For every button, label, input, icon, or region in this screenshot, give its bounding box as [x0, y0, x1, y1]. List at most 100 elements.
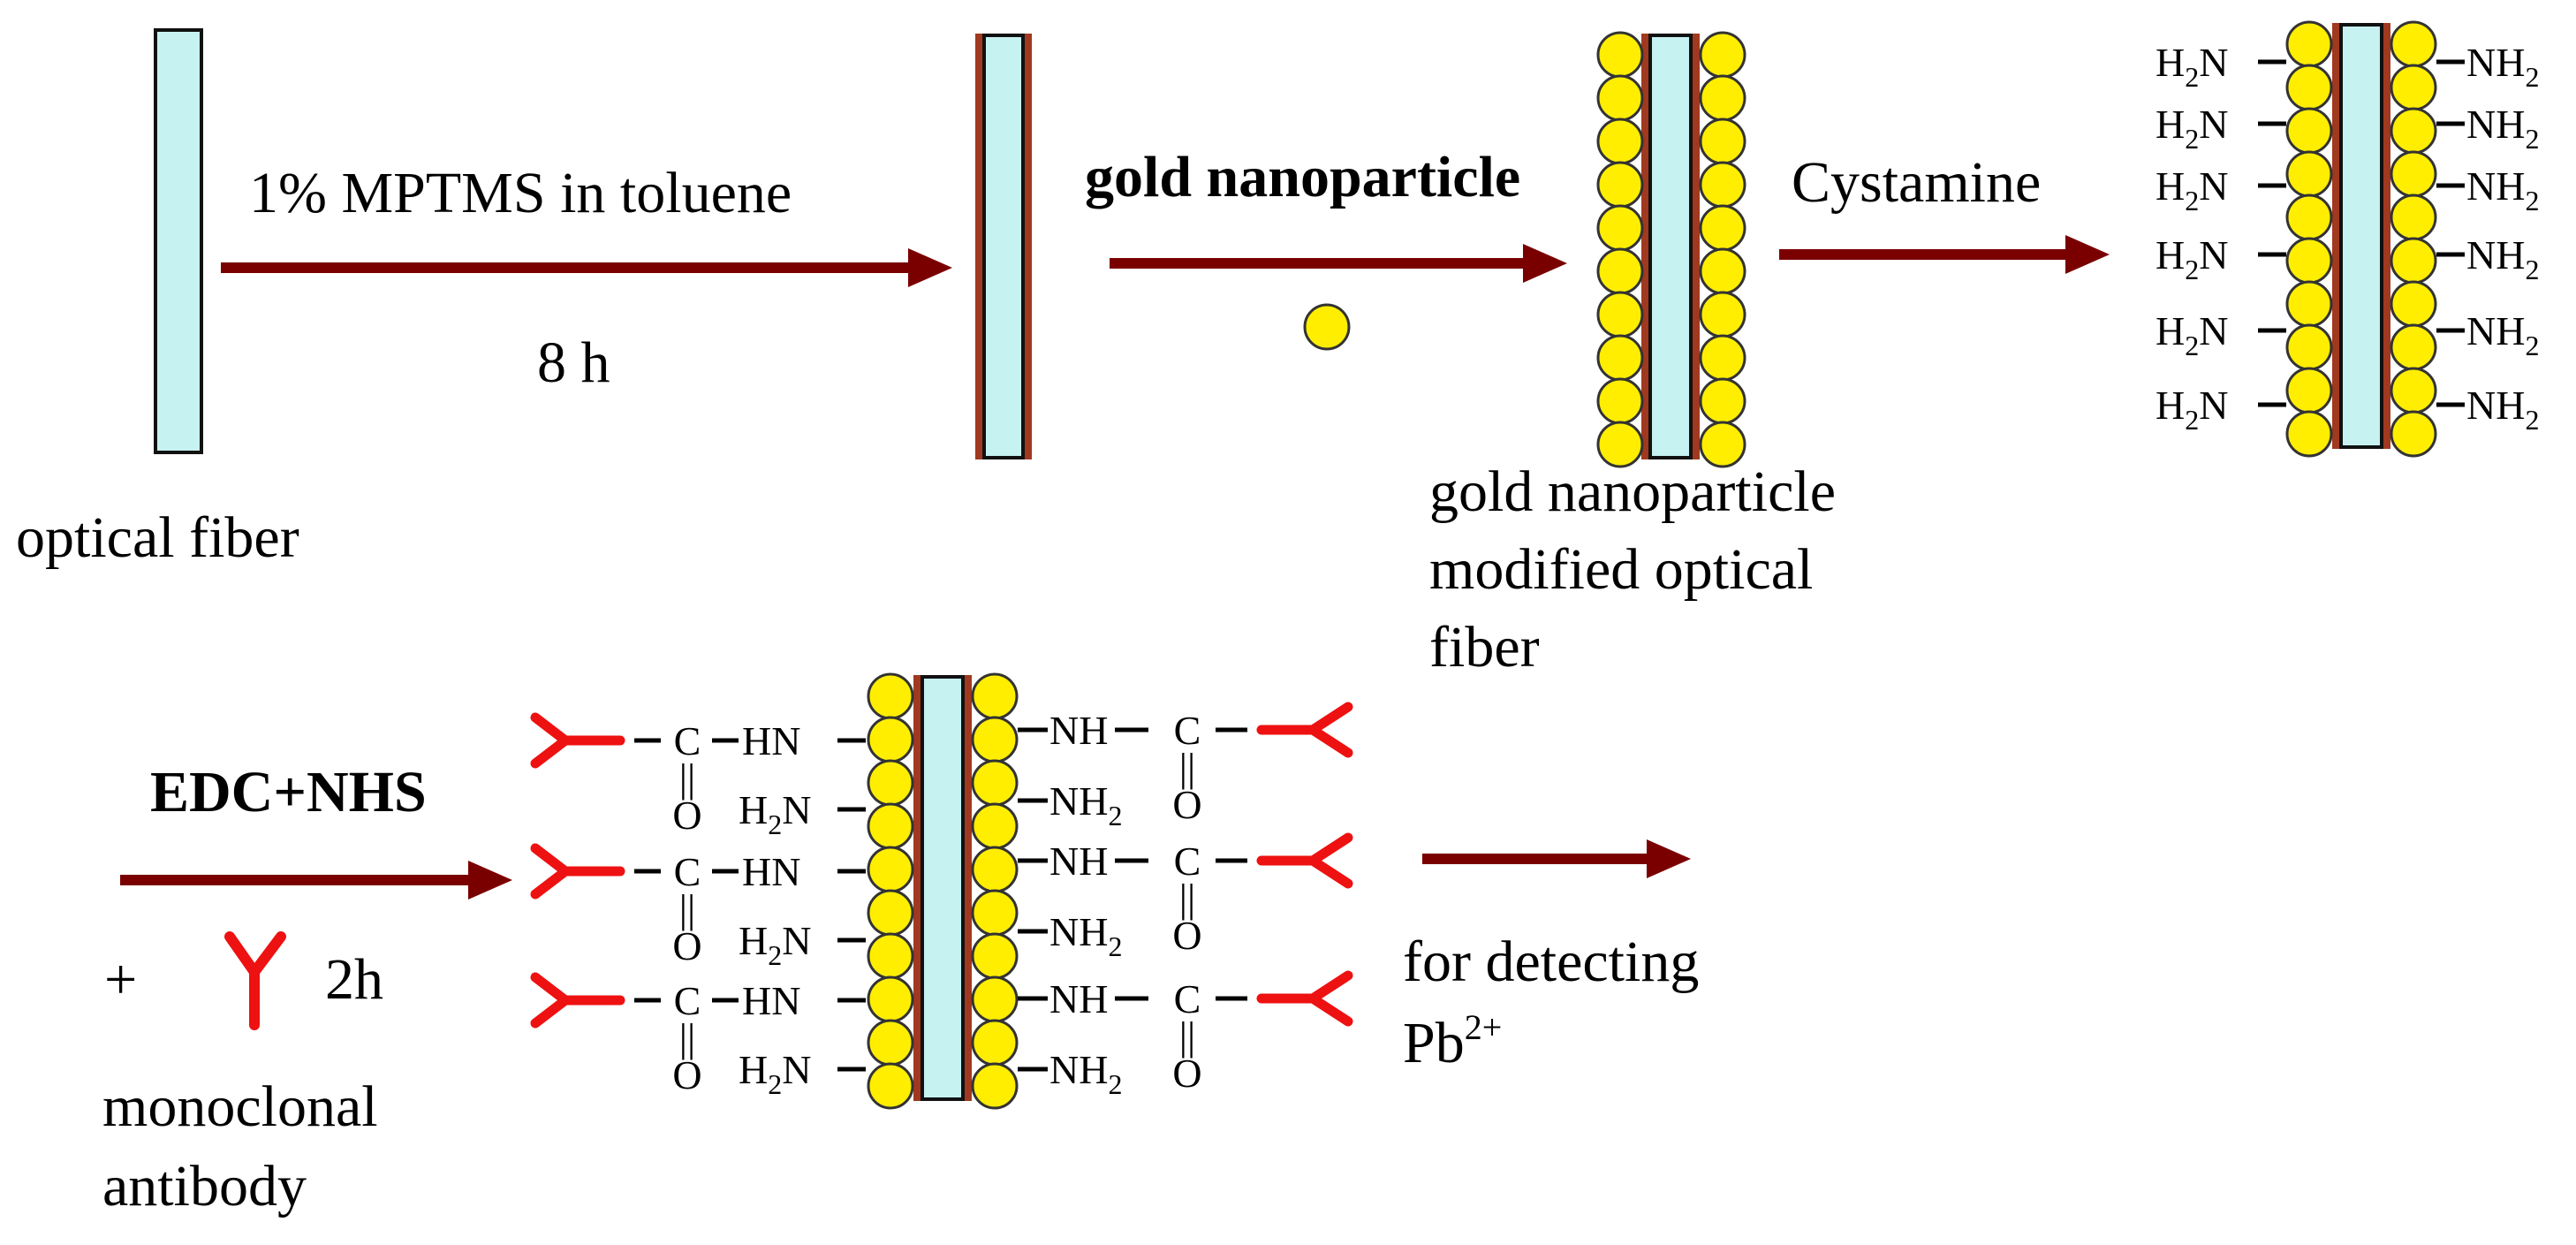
antibody-icon [1256, 970, 1353, 1027]
carbon-atom: C [1174, 708, 1201, 753]
gold-nanoparticle [1596, 204, 1644, 252]
arrow-step2 [1110, 244, 1567, 283]
gold-nanoparticle [867, 1019, 914, 1067]
gold-nanoparticle [2390, 150, 2437, 198]
gold-nanoparticle [2285, 107, 2333, 155]
gold-modified-label-line3: fiber [1429, 615, 1540, 679]
gold-nanoparticle [2390, 64, 2437, 111]
antibody-icon [530, 972, 625, 1029]
oxygen-atom: O [672, 793, 701, 838]
gold-nanoparticle [1596, 334, 1644, 382]
amine-right-0: NH2 [2466, 40, 2539, 93]
gold-nanoparticle [1699, 74, 1746, 122]
gold-nanoparticle [2285, 280, 2333, 328]
arrow-step3 [1779, 235, 2110, 274]
amine-right-2: NH2 [2466, 163, 2539, 216]
gold-nanoparticle [1699, 247, 1746, 295]
optical-fiber-bare [154, 28, 203, 454]
hn-group: HN [742, 718, 800, 763]
oxygen-atom: O [1172, 1051, 1201, 1096]
gold-modified-label-line1: gold nanoparticle [1429, 459, 1836, 524]
gold-nanoparticle [1596, 421, 1644, 468]
antibody-icon [1256, 832, 1353, 889]
amine-right-lower-0: NH2 [1049, 778, 1122, 831]
detect-label: for detecting [1403, 930, 1699, 994]
gold-nanoparticle [2285, 323, 2333, 371]
step4-time: 2h [325, 947, 383, 1012]
gold-nanoparticle [2390, 323, 2437, 371]
gold-nanoparticle [1596, 291, 1644, 338]
gold-nanoparticle [867, 759, 914, 807]
hn-group: HN [742, 978, 800, 1023]
gold-nanoparticle [2285, 150, 2333, 198]
gold-nanoparticle [2390, 280, 2437, 328]
gold-nanoparticle [971, 759, 1019, 807]
oxygen-atom: O [672, 923, 701, 968]
double-bond: || [1179, 876, 1195, 921]
carbon-atom: C [674, 849, 701, 894]
antibody-label-line2: antibody [102, 1154, 307, 1218]
gold-nanoparticle [971, 889, 1019, 937]
gold-nanoparticle [867, 846, 914, 893]
gold-nanoparticle [867, 976, 914, 1023]
optical-fiber-silanized [982, 34, 1025, 459]
gold-nanoparticle [971, 932, 1019, 980]
gold-nanoparticle [867, 1062, 914, 1110]
gold-nanoparticle [2390, 367, 2437, 414]
antibody-icon [530, 843, 625, 900]
arrow-step1 [221, 248, 952, 287]
amine-left-1: H2N [2156, 102, 2228, 155]
amine-left-lower-2: H2N [739, 1047, 811, 1100]
gold-nanoparticle [971, 1062, 1019, 1110]
amine-right-lower-2: NH2 [1049, 1047, 1122, 1100]
double-bond: || [1179, 745, 1195, 790]
oxygen-atom: O [1172, 913, 1201, 958]
amine-left-4: H2N [2156, 308, 2228, 361]
antibody-label-line1: monoclonal [102, 1074, 378, 1139]
carbon-atom: C [1174, 839, 1201, 884]
gold-nanoparticle [2390, 237, 2437, 285]
gold-modified-fiber [1596, 31, 1746, 468]
double-bond: || [679, 1015, 695, 1060]
amine-right-1: NH2 [2466, 102, 2539, 155]
gold-nanoparticle-icon [1303, 303, 1351, 351]
gold-nanoparticle [971, 846, 1019, 893]
step2-reagent: gold nanoparticle [1085, 145, 1520, 209]
double-bond: || [679, 755, 695, 801]
gold-nanoparticle [971, 716, 1019, 763]
oxygen-atom: O [1172, 782, 1201, 827]
gold-nanoparticle [2285, 194, 2333, 241]
gold-nanoparticle [2285, 20, 2333, 68]
detect-ion-symbol: Pb [1403, 1011, 1465, 1075]
amine-right-4: NH2 [2466, 308, 2539, 361]
nh-group: NH [1049, 708, 1108, 753]
nh-group: NH [1049, 976, 1108, 1021]
plus-sign: + [104, 947, 137, 1012]
amine-left-lower-1: H2N [739, 918, 811, 971]
gold-nanoparticle [1596, 161, 1644, 209]
carbon-atom: C [674, 718, 701, 763]
step1-time: 8 h [537, 330, 610, 395]
gold-nanoparticle [1596, 247, 1644, 295]
gold-nanoparticle [1596, 74, 1644, 122]
amine-left-0: H2N [2156, 40, 2228, 93]
arrow-step4 [120, 861, 512, 900]
antibody-icon [530, 712, 625, 769]
gold-nanoparticle [1699, 334, 1746, 382]
gold-nanoparticle [867, 672, 914, 720]
gold-nanoparticle [1596, 31, 1644, 79]
amine-right-5: NH2 [2466, 383, 2539, 436]
gold-nanoparticle [1596, 377, 1644, 425]
step3-reagent: Cystamine [1792, 150, 2041, 215]
oxygen-atom: O [672, 1052, 701, 1097]
gold-nanoparticle [1699, 118, 1746, 165]
amine-left-3: H2N [2156, 232, 2228, 285]
gold-nanoparticle [971, 672, 1019, 720]
gold-nanoparticle [2285, 64, 2333, 111]
detect-ion-charge: 2+ [1465, 1007, 1503, 1047]
gold-nanoparticle [2390, 107, 2437, 155]
double-bond: || [1179, 1013, 1195, 1059]
